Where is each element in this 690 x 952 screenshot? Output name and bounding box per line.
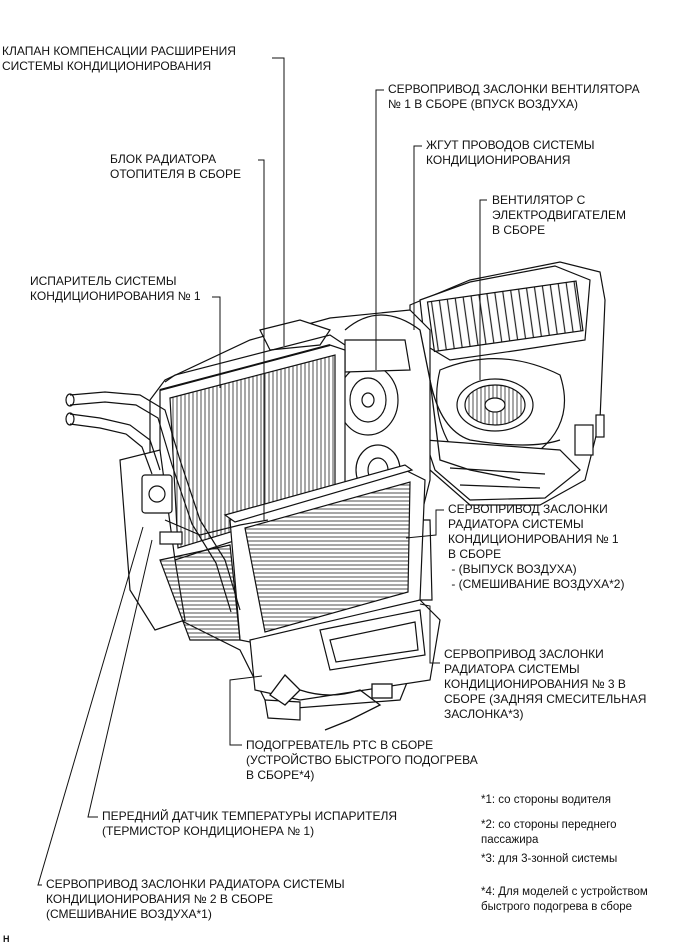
label-evaporator: ИСПАРИТЕЛЬ СИСТЕМЫ КОНДИЦИОНИРОВАНИЯ № 1 <box>30 274 201 303</box>
figure-code: H <box>3 934 10 944</box>
ptc-heater <box>249 599 441 721</box>
label-radiator-servo-1: СЕРВОПРИВОД ЗАСЛОНКИ РАДИАТОРА СИСТЕМЫ К… <box>448 502 625 591</box>
footnote-2: *2: со стороны переднего пассажира <box>481 819 617 846</box>
leader-lines <box>37 57 487 886</box>
left-case <box>119 449 241 641</box>
footnote-3: *3: для 3-зонной системы <box>481 853 618 865</box>
label-evap-temp-sensor: ПЕРЕДНИЙ ДАТЧИК ТЕМПЕРАТУРЫ ИСПАРИТЕЛЯ (… <box>102 809 398 838</box>
label-radiator-servo-3: СЕРВОПРИВОД ЗАСЛОНКИ РАДИАТОРА СИСТЕМЫ К… <box>444 647 647 721</box>
label-radiator-servo-2: СЕРВОПРИВОД ЗАСЛОНКИ РАДИАТОРА СИСТЕМЫ К… <box>46 877 345 921</box>
refrigerant-pipes <box>65 391 269 613</box>
label-heater-radiator: БЛОК РАДИАТОРА ОТОПИТЕЛЯ В СБОРЕ <box>110 152 242 181</box>
label-ptc-heater: ПОДОГРЕВАТЕЛЬ PTC В СБОРЕ (УСТРОЙСТВО БЫ… <box>246 738 478 782</box>
label-wire-harness: ЖГУТ ПРОВОДОВ СИСТЕМЫ КОНДИЦИОНИРОВАНИЯ <box>426 138 595 167</box>
footnote-1: *1: со стороны водителя <box>481 794 611 806</box>
wire-harness <box>269 314 561 731</box>
heater-radiator <box>223 464 426 646</box>
blower-housing <box>409 261 606 506</box>
label-blower-servo: СЕРВОПРИВОД ЗАСЛОНКИ ВЕНТИЛЯТОРА № 1 В С… <box>388 82 640 111</box>
label-expansion-valve: КЛАПАН КОМПЕНСАЦИИ РАСШИРЕНИЯ СИСТЕМЫ КО… <box>2 44 236 73</box>
label-blower-motor: ВЕНТИЛЯТОР С ЭЛЕКТРОДВИГАТЕЛЕМ В СБОРЕ <box>492 193 626 237</box>
footnote-4: *4: Для моделей с устройством быстрого п… <box>481 886 648 913</box>
